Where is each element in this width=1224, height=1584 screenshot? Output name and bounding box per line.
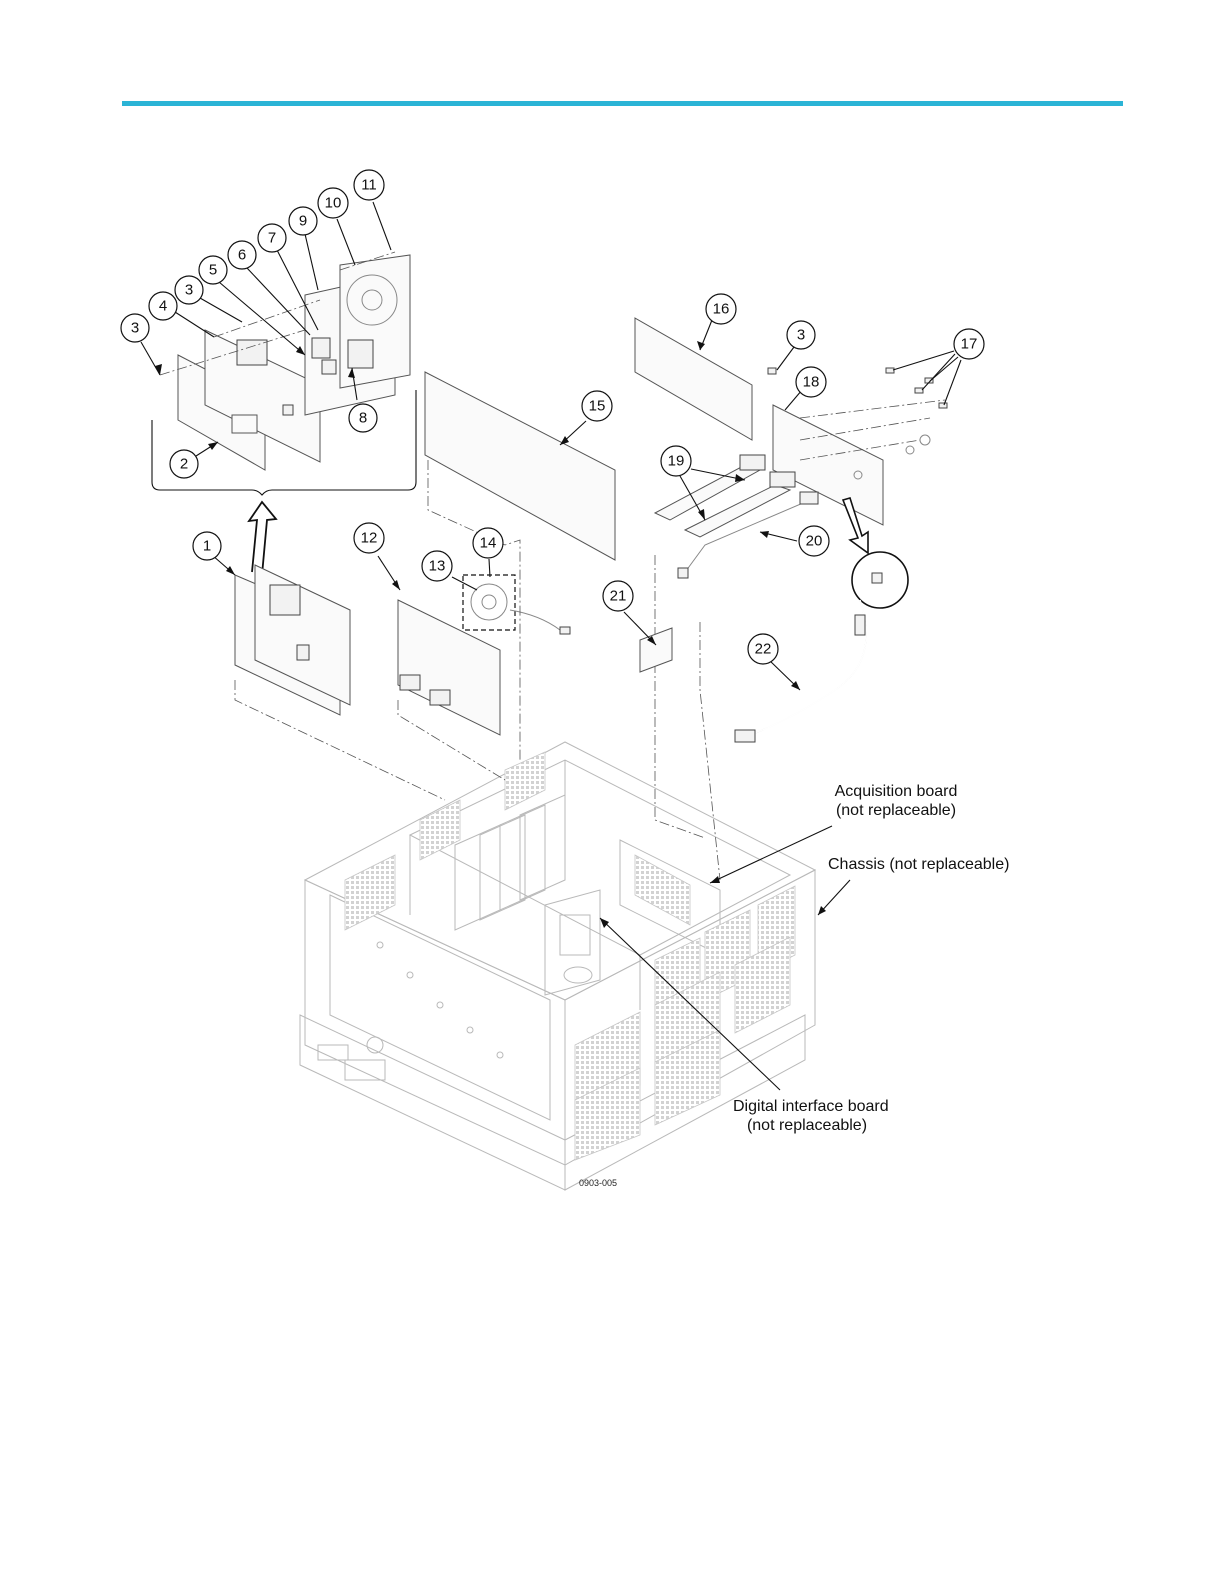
acquisition-board-label: Acquisition board (not replaceable) [830, 782, 962, 820]
callout-5: 5 [199, 256, 227, 284]
svg-text:14: 14 [480, 535, 497, 552]
callout-15: 15 [582, 391, 612, 421]
svg-text:9: 9 [299, 213, 307, 230]
digital-interface-board-label-line2: (not replaceable) [733, 1116, 881, 1135]
svg-text:3: 3 [131, 320, 139, 337]
svg-text:12: 12 [361, 530, 378, 547]
svg-text:3: 3 [797, 327, 805, 344]
callout-16: 16 [706, 294, 736, 324]
svg-text:4: 4 [159, 298, 167, 315]
svg-text:22: 22 [755, 641, 772, 658]
svg-text:16: 16 [713, 301, 730, 318]
callout-9: 9 [289, 207, 317, 235]
svg-text:5: 5 [209, 262, 217, 279]
callout-7: 7 [258, 224, 286, 252]
svg-text:10: 10 [325, 195, 342, 212]
callout-3-left: 3 [121, 314, 149, 342]
chassis-label-text: Chassis (not replaceable) [828, 856, 1009, 873]
callout-20: 20 [799, 526, 829, 556]
part-20-cable [655, 492, 818, 838]
callout-8: 8 [349, 404, 377, 432]
callout-21: 21 [603, 581, 633, 611]
svg-text:18: 18 [803, 374, 820, 391]
part-18-plate [773, 400, 945, 525]
callout-6: 6 [228, 241, 256, 269]
acquisition-board-label-line1: Acquisition board [830, 782, 962, 801]
callout-3-right: 3 [787, 321, 815, 349]
svg-text:17: 17 [961, 336, 978, 353]
svg-text:21: 21 [610, 588, 627, 605]
digital-interface-board-label: Digital interface board (not replaceable… [733, 1097, 881, 1135]
figure-id: 0903-005 [579, 1178, 617, 1188]
svg-text:19: 19 [668, 453, 685, 470]
part-21-bracket [640, 622, 720, 880]
svg-text:13: 13 [429, 558, 446, 575]
svg-text:2: 2 [180, 456, 188, 473]
callout-18: 18 [796, 367, 826, 397]
callout-11: 11 [354, 170, 384, 200]
part-13-14-fan [463, 575, 570, 634]
part-12-board [398, 600, 505, 780]
callout-12: 12 [354, 523, 384, 553]
svg-text:3: 3 [185, 282, 193, 299]
callout-19: 19 [661, 446, 691, 476]
acquisition-board-label-line2: (not replaceable) [830, 801, 962, 820]
part-3-screw-right [768, 368, 776, 374]
svg-text:6: 6 [238, 247, 246, 264]
chassis-label: Chassis (not replaceable) [828, 855, 1009, 874]
svg-text:15: 15 [589, 398, 606, 415]
callout-10: 10 [318, 188, 348, 218]
svg-text:7: 7 [268, 230, 276, 247]
part-17-screws [886, 368, 947, 454]
part-16-plate [635, 318, 752, 440]
callout-14: 14 [473, 528, 503, 558]
callout-1: 1 [193, 532, 221, 560]
callout-2: 2 [170, 450, 198, 478]
svg-text:20: 20 [806, 533, 823, 550]
svg-text:8: 8 [359, 410, 367, 427]
part-22-cable [735, 600, 866, 742]
svg-text:1: 1 [203, 538, 211, 555]
callout-22: 22 [748, 634, 778, 664]
digital-interface-board-label-line1: Digital interface board [733, 1097, 881, 1116]
callout-13: 13 [422, 551, 452, 581]
callout-3-mid: 3 [175, 276, 203, 304]
callout-4: 4 [149, 292, 177, 320]
callout-17: 17 [954, 329, 984, 359]
svg-text:11: 11 [361, 177, 377, 194]
